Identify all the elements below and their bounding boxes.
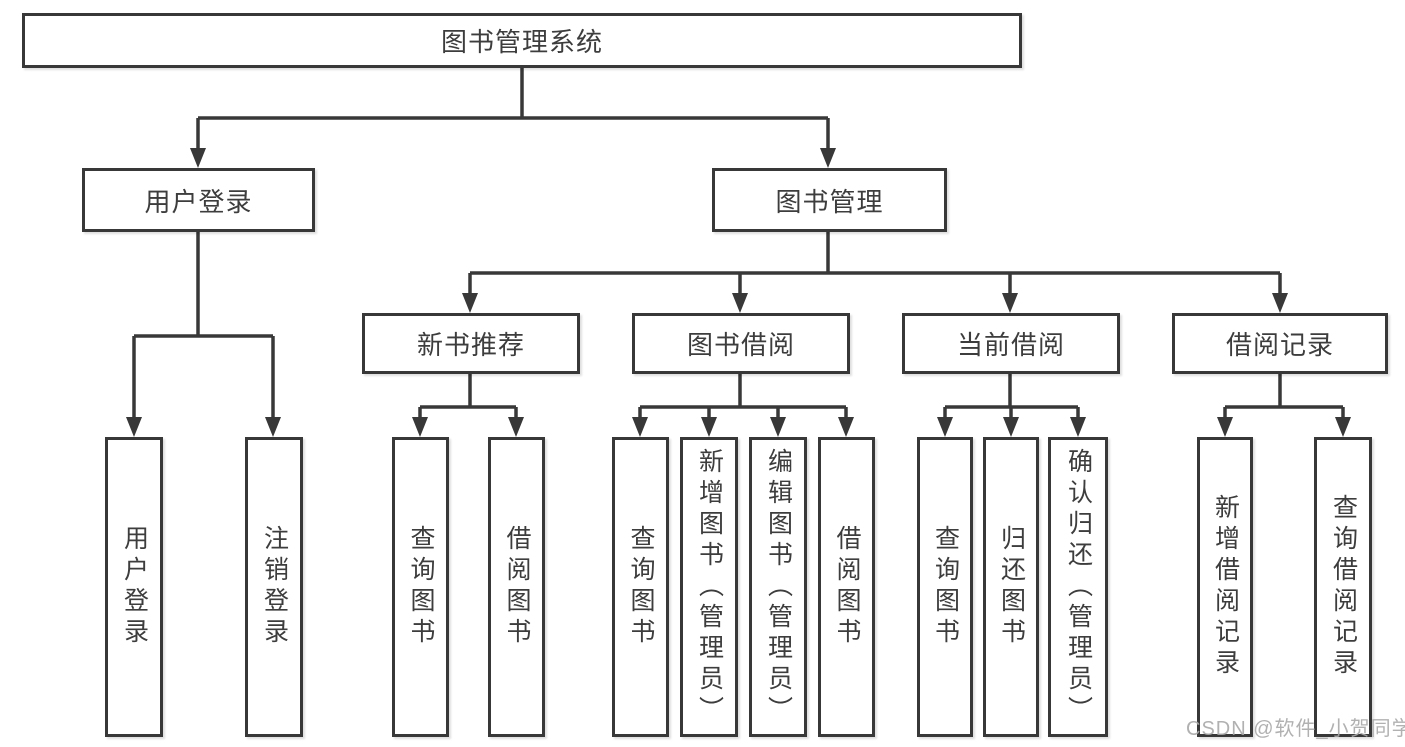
node-borrowing-records: 借阅记录 — [1172, 313, 1388, 374]
node-user-login: 用户登录 — [82, 168, 315, 232]
leaf-add-borrow-record: 新增借阅记录 — [1197, 437, 1253, 737]
node-book-management: 图书管理 — [712, 168, 947, 232]
leaf-confirm-return-admin: 确认归还（管理员） — [1048, 437, 1108, 737]
leaf-current-query-books: 查询图书 — [917, 437, 973, 737]
csdn-watermark: CSDN @软件_小贺同学 — [1186, 718, 1405, 740]
connector-path — [132, 68, 1345, 421]
arrowheads — [126, 148, 1351, 437]
leaf-logout-login: 注销登录 — [245, 437, 303, 737]
leaf-add-books-admin: 新增图书（管理员） — [680, 437, 738, 737]
node-current-borrowing: 当前借阅 — [902, 313, 1120, 374]
leaf-borrowing-query-books: 查询图书 — [612, 437, 669, 737]
leaf-recommend-borrow-books: 借阅图书 — [488, 437, 545, 737]
node-book-borrowing: 图书借阅 — [632, 313, 850, 374]
leaf-recommend-query-books: 查询图书 — [392, 437, 449, 737]
leaf-borrowing-borrow-books: 借阅图书 — [818, 437, 875, 737]
leaf-edit-books-admin: 编辑图书（管理员） — [749, 437, 807, 737]
node-root-system: 图书管理系统 — [22, 13, 1022, 68]
leaf-query-borrow-record: 查询借阅记录 — [1314, 437, 1372, 737]
leaf-return-books: 归还图书 — [983, 437, 1039, 737]
node-new-book-recommend: 新书推荐 — [362, 313, 580, 374]
leaf-user-login: 用户登录 — [105, 437, 163, 737]
